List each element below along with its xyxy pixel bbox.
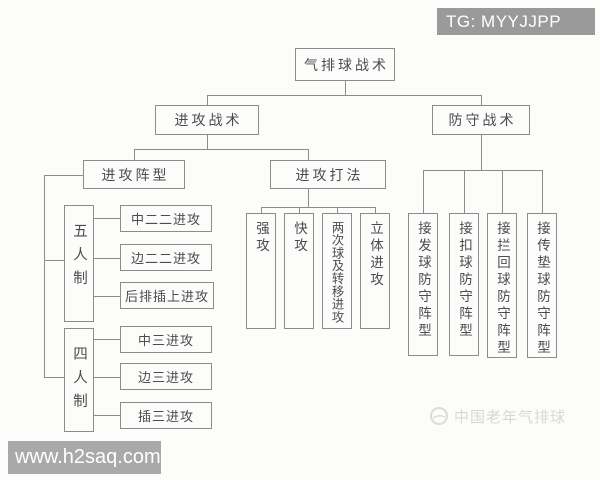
node-attack-methods: 进攻打法: [270, 160, 386, 189]
node-three-dimensional-attack: 立体进攻: [360, 213, 390, 329]
node-four-player-system: 四人制: [64, 328, 94, 432]
connector-line: [464, 170, 465, 213]
node-spike-receive-defense: 接扣球防守阵型: [449, 213, 479, 356]
connector-line: [44, 175, 45, 377]
node-root: 气排球战术: [295, 48, 395, 81]
connector-line: [44, 260, 64, 261]
connector-line: [94, 339, 120, 340]
node-power-attack: 强攻: [246, 213, 276, 329]
node-second-ball-transfer-attack: 两次球及转移进攻: [322, 213, 352, 329]
connector-line: [94, 218, 120, 219]
node-side-22-attack: 边二二进攻: [120, 244, 212, 271]
connector-line: [94, 258, 120, 259]
connector-line: [542, 170, 543, 213]
connector-line: [375, 207, 376, 213]
connector-line: [337, 207, 338, 213]
connector-line: [44, 175, 83, 176]
connector-line: [207, 95, 208, 105]
node-pass-dig-defense: 接传垫球防守阵型: [527, 213, 557, 358]
node-attack-formation: 进攻阵型: [83, 160, 185, 189]
connector-line: [308, 149, 309, 160]
node-mid-22-attack: 中二二进攻: [120, 205, 212, 232]
connector-line: [94, 377, 120, 378]
connector-line: [481, 135, 482, 170]
node-defense-tactics: 防守战术: [432, 105, 530, 135]
connector-line: [94, 415, 120, 416]
connector-line: [207, 135, 208, 149]
connector-line: [299, 207, 300, 213]
connector-line: [423, 170, 424, 213]
node-five-player-system: 五人制: [64, 205, 94, 322]
watermark-url: www.h2saq.com: [8, 441, 161, 474]
connector-line: [308, 189, 309, 207]
connector-line: [134, 149, 308, 150]
node-block-rebound-defense: 接拦回球防守阵型: [487, 213, 517, 358]
connector-line: [502, 170, 503, 213]
footer-logo: 中国老年气排球: [429, 405, 566, 427]
node-insert-3-attack: 插三进攻: [120, 402, 212, 429]
node-backrow-insert-attack: 后排插上进攻: [120, 282, 214, 309]
connector-line: [44, 377, 64, 378]
node-attack-tactics: 进攻战术: [155, 105, 259, 135]
node-mid-3-attack: 中三进攻: [120, 326, 212, 353]
connector-line: [261, 207, 262, 213]
connector-line: [261, 207, 375, 208]
connector-line: [423, 170, 542, 171]
volleyball-logo-icon: [430, 407, 448, 425]
footer-logo-text: 中国老年气排球: [454, 409, 567, 426]
connector-line: [94, 296, 120, 297]
telegram-badge: TG: MYYJJPP: [437, 8, 595, 35]
node-quick-attack: 快攻: [284, 213, 314, 329]
node-side-3-attack: 边三进攻: [120, 363, 212, 390]
connector-line: [207, 95, 482, 96]
connector-line: [481, 95, 482, 105]
node-serve-receive-defense: 接发球防守阵型: [408, 213, 438, 356]
connector-line: [134, 149, 135, 160]
connector-line: [345, 81, 346, 95]
